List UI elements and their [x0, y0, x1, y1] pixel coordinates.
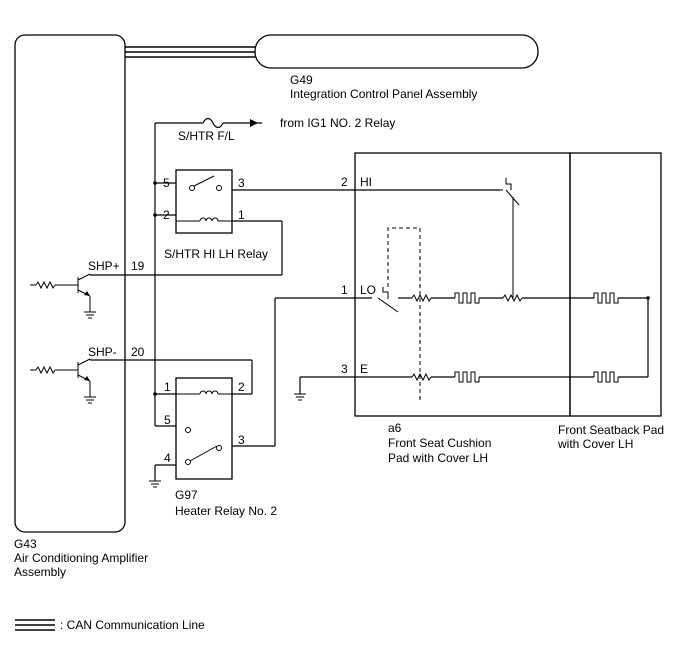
a6-name-line1: Front Seat Cushion: [388, 436, 491, 450]
seatback-heater-element-upper: [593, 292, 619, 304]
relay2-pin5: 5: [164, 413, 171, 427]
relay1-pin1: 1: [238, 208, 245, 222]
thermostat-dashed-link: [387, 227, 421, 400]
relay1-pin2: 2: [163, 208, 170, 222]
g97-code: G97: [175, 488, 198, 502]
legend-can-symbol: [15, 619, 55, 631]
a6-code: a6: [388, 421, 402, 435]
relay2-pin1: 1: [164, 380, 171, 394]
junction-dot: [153, 392, 157, 396]
hi-thermostat: [500, 178, 520, 298]
relay2-pin3: 3: [238, 433, 245, 447]
hi-thermistor: [502, 293, 523, 303]
shp-plus-pin: 19: [131, 259, 145, 273]
from-ig1-label: from IG1 NO. 2 Relay: [280, 116, 395, 130]
e-thermistor: [411, 372, 432, 382]
lo-thermistor: [411, 293, 432, 303]
g43-amplifier-box: [14, 34, 126, 533]
seatback-name-line1: Front Seatback Pad: [558, 423, 664, 437]
g97-relay-box: [175, 377, 233, 480]
lo-heater-element: [454, 292, 480, 304]
a6-name-line2: Pad with Cover LH: [388, 451, 488, 465]
shtr-relay-box: [175, 169, 233, 234]
seatback-heater-element-lower: [593, 371, 619, 383]
relay1-pin5: 5: [163, 176, 170, 190]
arrow-left-icon: [250, 119, 258, 127]
g49-panel-box: [254, 34, 539, 69]
shp-minus-transistor: [30, 358, 96, 404]
legend-can-label: : CAN Communication Line: [60, 618, 205, 632]
g97-name: Heater Relay No. 2: [175, 504, 277, 518]
shp-minus-label: SHP-: [88, 345, 117, 359]
g43-name-line1: Air Conditioning Amplifier: [14, 551, 148, 565]
shp-plus-transistor: [30, 273, 96, 319]
a6-pin-e: 3: [341, 362, 348, 376]
seatback-name-line2: with Cover LH: [557, 437, 633, 451]
a6-e-label: E: [360, 362, 368, 376]
can-bus-line: [125, 46, 255, 58]
g43-name-line2: Assembly: [14, 565, 66, 579]
lo-thermostat: [377, 287, 399, 313]
a6-pin-hi: 2: [341, 175, 348, 189]
g43-code: G43: [14, 537, 37, 551]
seatback-box: [569, 152, 662, 417]
a6-lo-label: LO: [360, 283, 376, 297]
relay2-pin2: 2: [238, 380, 245, 394]
e-heater-element: [454, 371, 480, 383]
a6-hi-label: HI: [360, 175, 372, 189]
relay1-pin3: 3: [238, 176, 245, 190]
g49-code: G49: [290, 73, 313, 87]
shp-minus-pin: 20: [131, 345, 145, 359]
relay2-pin4: 4: [164, 451, 171, 465]
shp-plus-label: SHP+: [88, 259, 120, 273]
shtr-relay-name: S/HTR HI LH Relay: [164, 247, 268, 261]
g49-name: Integration Control Panel Assembly: [290, 87, 477, 101]
a6-pin-lo: 1: [341, 283, 348, 297]
fuse-label: S/HTR F/L: [178, 129, 235, 143]
fuse-shtr-fl: [155, 117, 262, 129]
